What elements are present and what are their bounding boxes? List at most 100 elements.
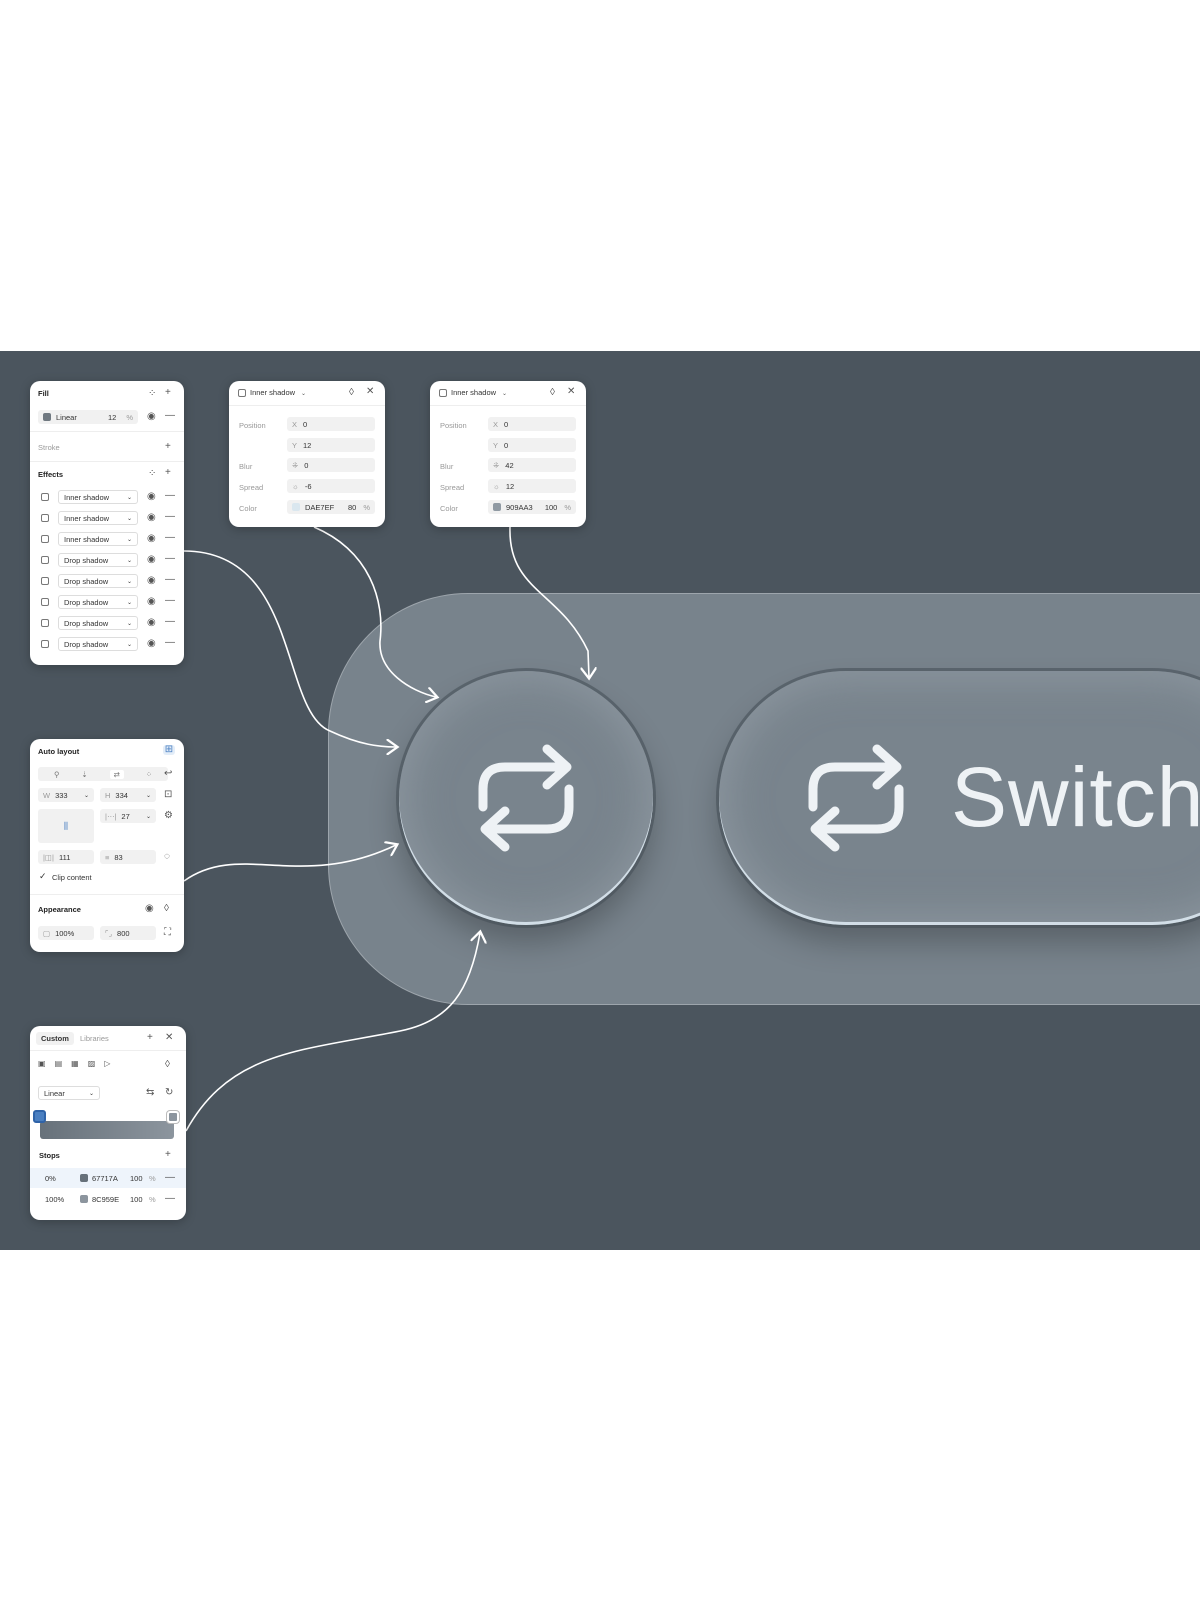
effect-type-icon[interactable] [41,493,49,501]
color-field[interactable]: 909AA3 100 % [488,500,576,514]
settings-icon[interactable]: ⚙ [164,810,173,821]
horizontal-icon[interactable]: ⇄ [109,769,124,779]
spread-field[interactable]: ☼12 [488,479,576,493]
gradient-stop-handle-start[interactable] [33,1110,46,1123]
spread-field[interactable]: ☼-6 [287,479,375,493]
close-icon[interactable]: ✕ [366,386,375,397]
grid-icon[interactable]: ⁘ [148,468,157,479]
circle-switch-button[interactable] [399,671,653,925]
chevron-down-icon[interactable]: ⌄ [502,391,508,397]
clip-check-icon[interactable]: ✓ [39,871,47,881]
effect-type-select[interactable]: Inner shadow [451,388,497,397]
stop-opacity[interactable]: 100 [130,1195,143,1204]
eye-icon[interactable]: ◉ [147,617,156,628]
remove-icon[interactable]: — [165,532,175,543]
tab-libraries[interactable]: Libraries [80,1034,109,1043]
remove-stop-icon[interactable]: — [165,1193,175,1204]
eye-icon[interactable]: ◉ [147,554,156,565]
effect-type-icon[interactable] [41,619,49,627]
gradient-type-select[interactable]: Linear⌄ [38,1086,100,1100]
video-paint-icon[interactable]: ▷ [104,1059,111,1068]
padding-vertical-field[interactable]: ≡83 [100,850,156,864]
pill-switch-button[interactable]: Switch [719,671,1200,925]
stop-swatch[interactable] [80,1174,88,1182]
gap-field[interactable]: |⋯|27⌄ [100,809,156,823]
gradient-bar[interactable] [40,1121,174,1139]
effect-select[interactable]: Inner shadow⌄ [58,511,138,525]
blur-field[interactable]: ⁜42 [488,458,576,472]
resize-icon[interactable]: ⊡ [164,789,173,800]
vertical-icon[interactable]: ⇣ [81,769,88,779]
drop-icon[interactable]: ◊ [550,387,555,398]
solid-paint-icon[interactable]: ▣ [38,1059,46,1068]
padding-individual-icon[interactable]: ◌ [164,851,170,862]
tab-custom[interactable]: Custom [36,1032,74,1045]
stop-opacity[interactable]: 100 [130,1174,143,1183]
effect-select[interactable]: Drop shadow⌄ [58,574,138,588]
drop-icon[interactable]: ◊ [164,903,169,914]
eye-icon[interactable]: ◉ [147,491,156,502]
opacity-field[interactable]: ▢100% [38,926,94,940]
blur-field[interactable]: ⁜0 [287,458,375,472]
radius-field[interactable]: ⌜⌟800 [100,926,156,940]
remove-icon[interactable]: — [165,511,175,522]
effect-select[interactable]: Drop shadow⌄ [58,616,138,630]
effect-select[interactable]: Drop shadow⌄ [58,595,138,609]
close-icon[interactable]: ✕ [567,386,576,397]
expand-icon[interactable]: ⛶ [164,927,171,938]
stop-position[interactable]: 100% [45,1195,65,1204]
effect-type-select[interactable]: Inner shadow [250,388,296,397]
eye-icon[interactable]: ◉ [147,411,156,422]
effect-type-icon[interactable] [41,535,49,543]
effect-select[interactable]: Inner shadow⌄ [58,532,138,546]
swap-icon[interactable]: ⇆ [146,1087,155,1098]
gradient-stop-handle-end[interactable] [167,1111,179,1123]
add-stop-icon[interactable]: + [165,1149,171,1160]
remove-stop-icon[interactable]: — [165,1172,175,1183]
close-icon[interactable]: ✕ [165,1032,174,1043]
eye-icon[interactable]: ◉ [147,638,156,649]
auto-layout-toggle-icon[interactable]: ⊞ [163,744,175,755]
drop-icon[interactable]: ◊ [165,1059,170,1070]
return-icon[interactable]: ↩ [164,768,173,779]
effect-type-icon[interactable] [41,577,49,585]
padding-horizontal-field[interactable]: |◫|111 [38,850,94,864]
add-stroke-icon[interactable]: + [165,441,171,452]
stop-hex[interactable]: 8C959E [92,1195,120,1204]
eye-icon[interactable]: ◉ [147,596,156,607]
remove-icon[interactable]: — [165,553,175,564]
remove-icon[interactable]: — [165,637,175,648]
effect-type-icon[interactable] [41,640,49,648]
fill-type-field[interactable]: Linear 12 % [38,410,138,424]
eye-icon[interactable]: ◉ [145,903,154,914]
grid-icon[interactable]: ⁘ [145,769,152,779]
effect-type-icon[interactable] [41,598,49,606]
effect-type-icon[interactable] [41,556,49,564]
alignment-grid[interactable]: ⫼ [38,809,94,843]
direction-toggle[interactable]: ⚲ ⇣ ⇄ ⁘ [38,767,168,781]
rotate-icon[interactable]: ↻ [165,1087,174,1098]
effect-select[interactable]: Inner shadow⌄ [58,490,138,504]
chevron-down-icon[interactable]: ⌄ [301,391,307,397]
stop-hex[interactable]: 67717A [92,1174,118,1183]
remove-icon[interactable]: — [165,410,175,421]
eye-icon[interactable]: ◉ [147,533,156,544]
remove-icon[interactable]: — [165,616,175,627]
pattern-paint-icon[interactable]: ▦ [71,1059,79,1068]
eye-icon[interactable]: ◉ [147,512,156,523]
effect-select[interactable]: Drop shadow⌄ [58,553,138,567]
wrap-icon[interactable]: ⚲ [53,769,60,779]
remove-icon[interactable]: — [165,574,175,585]
effect-select[interactable]: Drop shadow⌄ [58,637,138,651]
stop-position[interactable]: 0% [45,1174,56,1183]
add-fill-icon[interactable]: + [165,387,171,398]
add-icon[interactable]: + [147,1032,153,1043]
drop-icon[interactable]: ◊ [349,387,354,398]
